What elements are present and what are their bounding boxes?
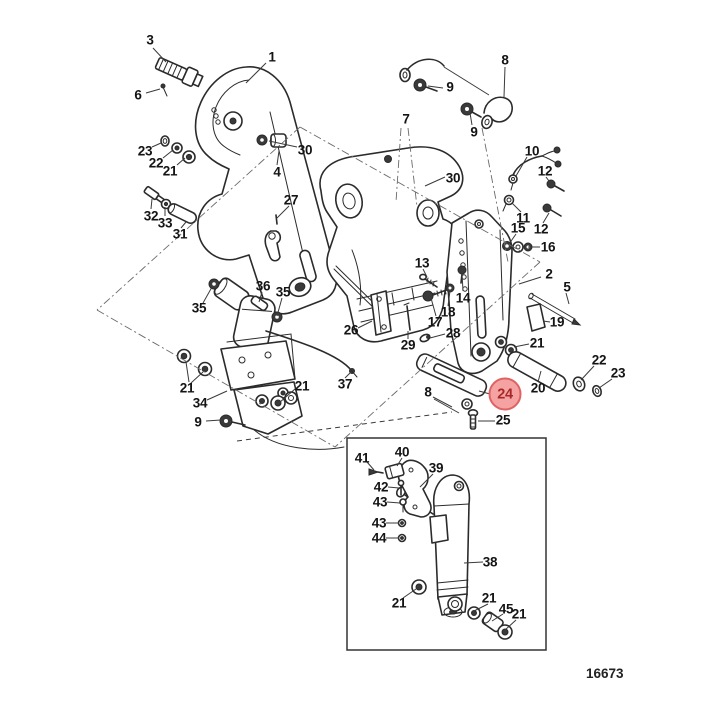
part-callout-21: 21 — [511, 606, 527, 622]
part-callout-35: 35 — [191, 300, 207, 316]
part-callout-31: 31 — [172, 226, 188, 242]
part-callout-9: 9 — [446, 79, 454, 95]
part-callout-10: 10 — [524, 143, 540, 159]
part-callout-5: 5 — [563, 279, 571, 295]
part-callout-45: 45 — [498, 601, 514, 617]
part-callout-32: 32 — [143, 208, 159, 224]
part-pin-6 — [160, 83, 168, 97]
part-callout-34: 34 — [192, 395, 208, 411]
part-fitting-40 — [384, 462, 405, 480]
part-callout-33: 33 — [157, 215, 173, 231]
part-callout-37: 37 — [337, 376, 353, 392]
part-callout-39: 39 — [428, 460, 444, 476]
part-callout-21: 21 — [481, 590, 497, 606]
part-callout-43: 43 — [371, 515, 387, 531]
part-callout-20: 20 — [530, 380, 546, 396]
part-callout-1: 1 — [268, 49, 276, 65]
part-callout-17: 17 — [427, 314, 443, 330]
part-callout-9: 9 — [470, 124, 478, 140]
part-callout-21: 21 — [162, 163, 178, 179]
part-callout-28: 28 — [445, 325, 461, 341]
part-callout-21: 21 — [294, 378, 310, 394]
part-callout-23: 23 — [610, 365, 626, 381]
part-callout-15: 15 — [510, 220, 526, 236]
part-callout-21: 21 — [179, 380, 195, 396]
part-ground-wire-top — [399, 58, 445, 92]
part-callout-16: 16 — [540, 239, 556, 255]
part-callout-35: 35 — [275, 284, 291, 300]
part-callout-8: 8 — [501, 52, 509, 68]
part-callout-26: 26 — [343, 322, 359, 338]
part-callout-25: 25 — [495, 412, 511, 428]
part-callout-3: 3 — [146, 32, 154, 48]
part-callout-36: 36 — [255, 278, 271, 294]
part-callout-27: 27 — [283, 192, 299, 208]
part-callout-42: 42 — [373, 479, 389, 495]
part-callout-21: 21 — [529, 335, 545, 351]
part-callout-40: 40 — [394, 444, 410, 460]
highlighted-part-callout-24[interactable]: 24 — [488, 377, 522, 411]
part-callout-44: 44 — [371, 530, 387, 546]
part-callout-12: 12 — [537, 163, 553, 179]
figure-number: 16673 — [586, 666, 624, 681]
part-callout-8: 8 — [424, 384, 432, 400]
part-screw-42 — [397, 479, 405, 496]
part-callout-21: 21 — [391, 595, 407, 611]
part-callout-9: 9 — [194, 414, 202, 430]
part-bolt-3 — [154, 57, 204, 88]
part-callout-18: 18 — [440, 304, 456, 320]
part-callout-12: 12 — [533, 221, 549, 237]
part-callout-14: 14 — [455, 290, 471, 306]
part-callout-6: 6 — [134, 87, 142, 103]
part-callout-29: 29 — [400, 337, 416, 353]
part-screw-41 — [368, 468, 384, 476]
part-callout-30: 30 — [445, 170, 461, 186]
part-callout-38: 38 — [482, 554, 498, 570]
part-callout-30: 30 — [297, 142, 313, 158]
part-hook-clip-8 — [460, 96, 513, 130]
part-callout-43: 43 — [372, 494, 388, 510]
part-callout-22: 22 — [148, 155, 164, 171]
part-callout-41: 41 — [354, 450, 370, 466]
part-callout-22: 22 — [591, 352, 607, 368]
part-callout-7: 7 — [402, 111, 410, 127]
part-callout-19: 19 — [549, 314, 565, 330]
part-callout-13: 13 — [414, 255, 430, 271]
part-callout-2: 2 — [545, 266, 553, 282]
part-bolt-12-lower — [542, 203, 562, 217]
part-callout-4: 4 — [273, 164, 281, 180]
